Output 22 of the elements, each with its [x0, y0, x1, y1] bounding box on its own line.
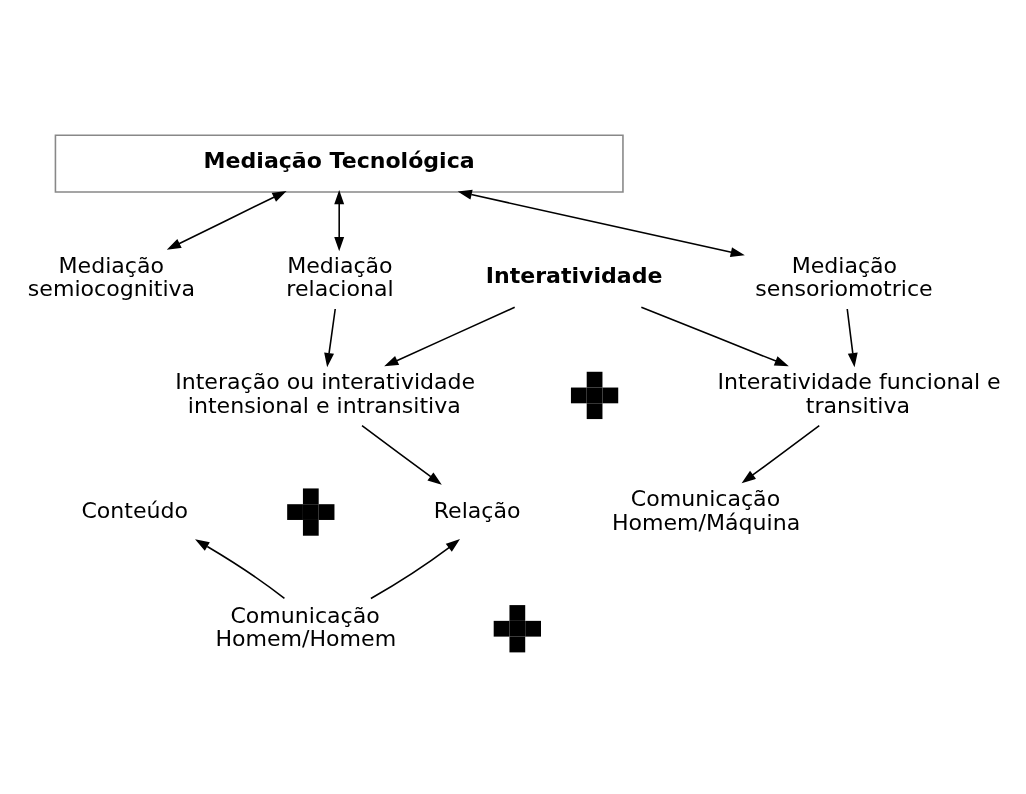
arrow — [195, 539, 286, 600]
arrow — [384, 306, 516, 367]
arrow — [640, 306, 789, 367]
arrow — [457, 189, 745, 258]
node-box: Mediação Tecnológica — [54, 134, 624, 193]
node-text: Interatividade funcional e transitiva — [717, 369, 1001, 419]
node-text: Conteúdo — [81, 497, 189, 523]
arrow — [741, 424, 821, 484]
node-text: Comunicação Homem/Homem — [215, 602, 397, 652]
arrow — [846, 308, 858, 368]
arrow — [370, 539, 460, 600]
arrow — [166, 191, 287, 250]
arrow — [324, 308, 336, 368]
arrow — [334, 189, 345, 252]
node-text: Comunicação Homem/Máquina — [611, 486, 801, 535]
node-text: Interatividade — [485, 263, 663, 289]
node-text: Relação — [433, 497, 521, 523]
node-text: Mediação sensoriomotrice — [755, 252, 933, 302]
node-text: Mediação semiocognitiva — [27, 252, 196, 302]
node-text: Mediação relacional — [286, 252, 394, 302]
arrow — [361, 424, 442, 485]
node-text: Interação ou interatividade intensional e intransitiva — [175, 369, 476, 419]
